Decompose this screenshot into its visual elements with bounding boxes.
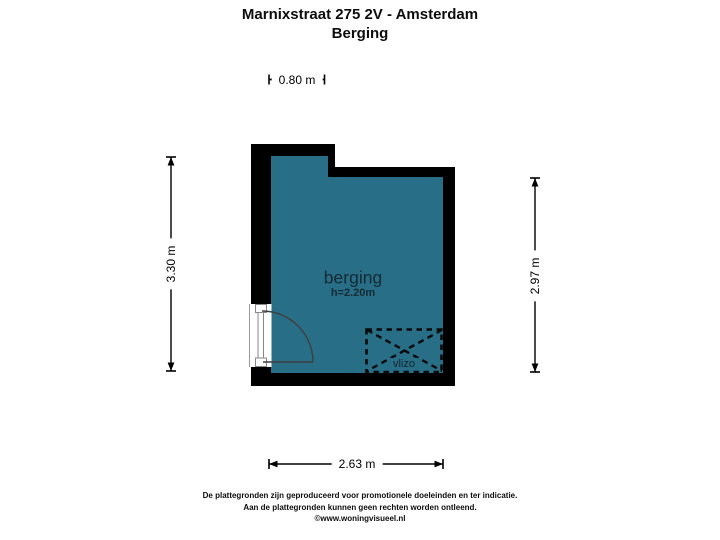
door-leaf-closed: [257, 305, 264, 365]
room-ceiling-height-label: h=2.20m: [330, 287, 376, 299]
footer-line-2: Aan de plattegronden kunnen geen rechten…: [243, 502, 477, 512]
dimension-left-label: 3.30 m: [163, 238, 179, 290]
dimension-top-label: 0.80 m: [271, 71, 323, 88]
door-jamb-top: [255, 304, 267, 313]
dimension-bottom-label: 2.63 m: [331, 456, 383, 472]
footer-disclaimer: De plattegronden zijn geproduceerd voor …: [0, 490, 720, 525]
title-room-type: Berging: [331, 24, 389, 42]
footer-line-1: De plattegronden zijn geproduceerd voor …: [202, 491, 518, 500]
dimension-right-label: 2.97 m: [527, 250, 543, 302]
vlizo-border: [365, 328, 443, 374]
room-name-label: berging: [323, 267, 383, 288]
footer-copyright: ©www.woningvisueel.nl: [314, 514, 406, 523]
door-swing-arc: [261, 310, 314, 363]
room-floor: [271, 156, 443, 373]
vlizo-area: [365, 328, 443, 374]
vlizo-label: vlizo: [389, 358, 419, 370]
page-title: Marnixstraat 275 2V - Amsterdam Berging: [0, 6, 720, 43]
vlizo-diagonal-2: [366, 328, 443, 373]
title-address: Marnixstraat 275 2V - Amsterdam: [241, 6, 479, 23]
door: [248, 304, 314, 367]
